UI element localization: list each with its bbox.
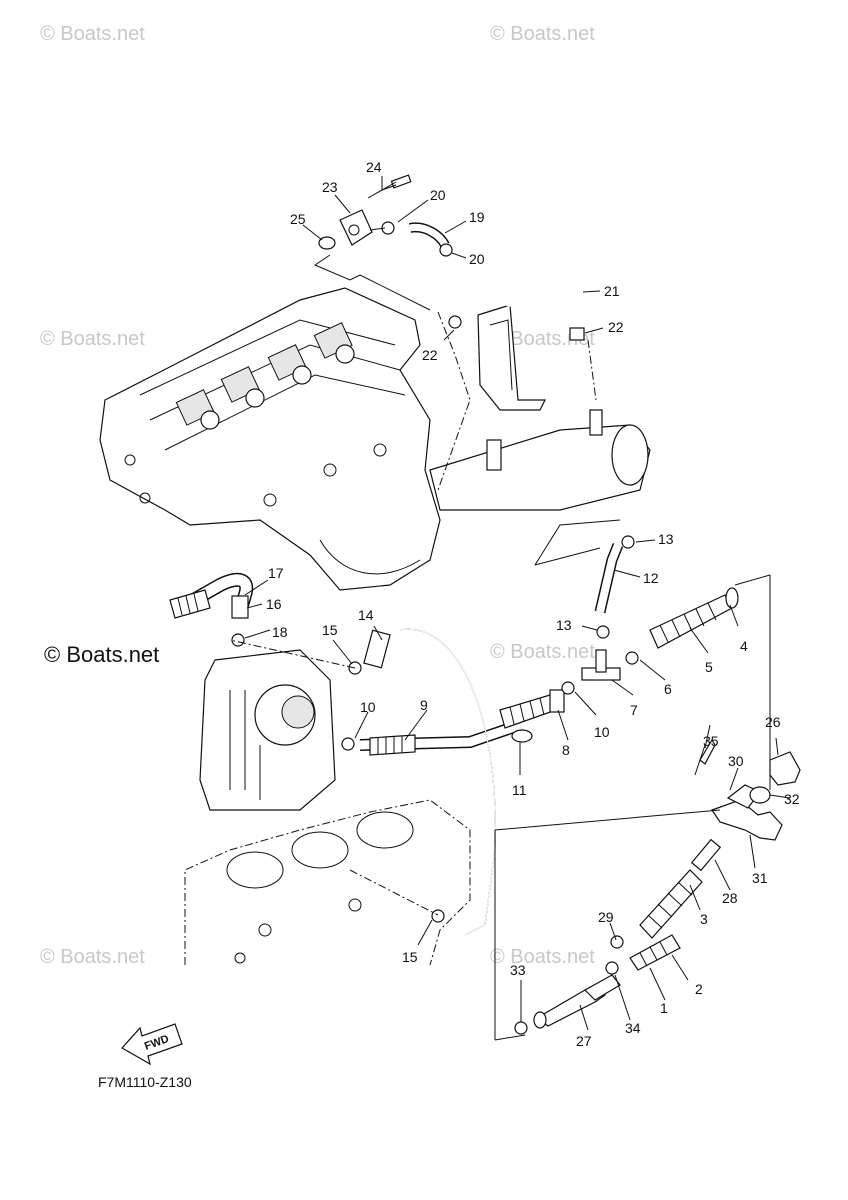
callout-20: 20 [469, 251, 485, 267]
callout-33: 33 [510, 962, 526, 978]
callout-6: 6 [664, 681, 672, 697]
callout-3: 3 [700, 911, 708, 927]
callout-14: 14 [358, 607, 374, 623]
watermark-text: © Boats.net [40, 328, 145, 350]
callout-27: 27 [576, 1033, 592, 1049]
fwd-arrow: FWD [121, 1023, 183, 1066]
watermark-text: © Boats.net [490, 946, 595, 968]
callout-20: 20 [430, 187, 446, 203]
engine-block [99, 287, 651, 591]
callout-13: 13 [658, 531, 674, 547]
callout-35: 35 [703, 733, 719, 749]
clamps [231, 221, 639, 1035]
callout-1: 1 [660, 1000, 668, 1016]
callout-23: 23 [322, 179, 338, 195]
callout-2: 2 [695, 981, 703, 997]
callout-30: 30 [728, 753, 744, 769]
watermark-text-main: © Boats.net [44, 642, 159, 667]
callout-11: 11 [512, 782, 527, 798]
callout-19: 19 [469, 209, 485, 225]
callout-28: 28 [722, 890, 738, 906]
lower-assembly [533, 738, 801, 1029]
callout-17: 17 [268, 565, 284, 581]
watermark-text: © Boats.net [40, 946, 145, 968]
callout-9: 9 [420, 697, 428, 713]
callout-24: 24 [366, 159, 382, 175]
lower-crankcase [184, 799, 471, 966]
callout-10: 10 [594, 724, 610, 740]
top-fittings [318, 174, 412, 250]
callout-25: 25 [290, 211, 306, 227]
callout-18: 18 [272, 624, 288, 640]
callout-16: 16 [266, 596, 282, 612]
leader-lines [244, 176, 791, 1031]
watermark-text: © Boats.net [40, 23, 145, 45]
callout-21: 21 [604, 283, 620, 299]
callout-22: 22 [608, 319, 624, 335]
callout-29: 29 [598, 909, 614, 925]
throttle-body [477, 304, 546, 411]
bellows-17 [169, 589, 211, 619]
callout-8: 8 [562, 742, 570, 758]
callout-34: 34 [625, 1020, 641, 1036]
callout-32: 32 [784, 791, 800, 807]
intake-box [199, 649, 336, 811]
callout-13: 13 [556, 617, 572, 633]
callout-15: 15 [322, 622, 338, 638]
callout-31: 31 [752, 870, 768, 886]
bellows-9 [369, 734, 416, 756]
bellows-2 [629, 934, 681, 971]
callout-5: 5 [705, 659, 713, 675]
watermark-text: © Boats.net [490, 641, 595, 663]
frames [229, 254, 771, 1041]
watermark-text: © Boats.net [490, 328, 595, 350]
watermarks: © Boats.net © Boats.net © Boats.net © Bo… [40, 23, 595, 968]
bellows-3 [639, 838, 722, 939]
callout-26: 26 [765, 714, 781, 730]
figure-code: F7M1110-Z130 [98, 1074, 192, 1090]
callout-7: 7 [630, 702, 638, 718]
callout-15: 15 [402, 949, 418, 965]
watermark-text: © Boats.net [490, 23, 595, 45]
bellows-5 [649, 587, 739, 649]
callout-12: 12 [643, 570, 659, 586]
bellows-11 [499, 689, 565, 729]
callout-10: 10 [360, 699, 376, 715]
callout-4: 4 [740, 638, 748, 654]
hoses [169, 222, 739, 936]
callouts: 24 23 20 25 19 20 21 22 22 13 12 13 4 5 … [266, 159, 800, 1049]
callout-22: 22 [422, 347, 438, 363]
